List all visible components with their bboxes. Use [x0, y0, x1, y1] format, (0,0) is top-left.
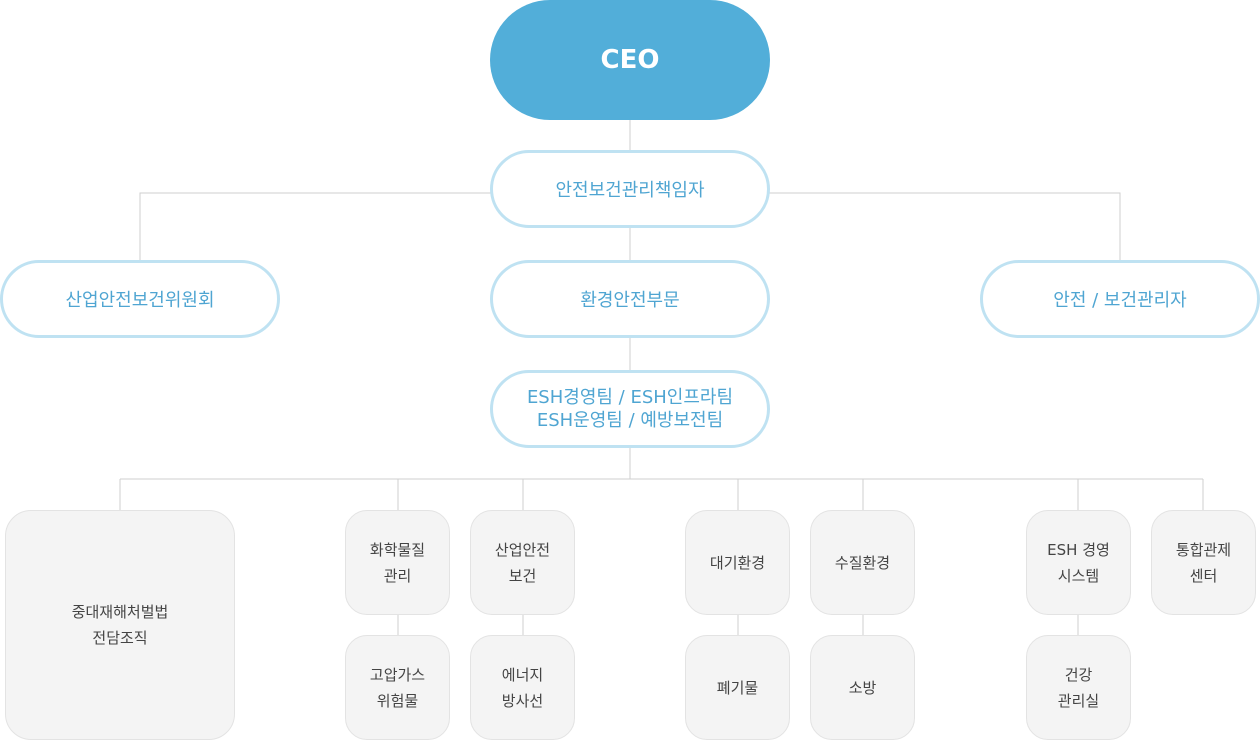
- unit-label-line-1: 고압가스: [369, 665, 426, 684]
- committee-node: 산업안전보건위원회: [0, 260, 280, 338]
- safety-health-officer-label: 안전보건관리책임자: [555, 180, 705, 201]
- unit-label-line-2: 전담조직: [92, 629, 148, 647]
- unit-label-line-1: 건강: [1064, 665, 1093, 684]
- energy-radiation-unit: 에너지 방사선: [470, 635, 575, 740]
- unit-label-line-1: ESH 경영: [1047, 540, 1110, 559]
- committee-label: 산업안전보건위원회: [65, 290, 215, 311]
- chemical-unit: 화학물질 관리: [345, 510, 450, 615]
- high-pressure-gas-unit: 고압가스 위험물: [345, 635, 450, 740]
- unit-label-line-1: 산업안전: [494, 540, 551, 559]
- env-safety-dept-label: 환경안전부문: [580, 290, 680, 311]
- unit-label-line-1: 화학물질: [369, 540, 426, 559]
- unit-label-line-2: 보건: [508, 566, 537, 585]
- unit-label-line-1: 대기환경: [709, 553, 766, 572]
- unit-label-line-2: 방사선: [501, 691, 544, 710]
- safety-health-manager-node: 안전 / 보건관리자: [980, 260, 1260, 338]
- esh-teams-line-2: ESH운영팀 / 예방보전팀: [536, 410, 724, 431]
- unit-label-line-2: 센터: [1189, 566, 1218, 585]
- safety-health-manager-label: 안전 / 보건관리자: [1053, 290, 1187, 311]
- unit-label-line-2: 관리: [383, 566, 412, 585]
- unit-label-line-1: 에너지: [501, 665, 544, 684]
- unit-label-line-2: 위험물: [376, 691, 419, 710]
- unit-label-line-2: 관리실: [1057, 691, 1100, 710]
- ceo-node: CEO: [490, 0, 770, 120]
- env-safety-dept-node: 환경안전부문: [490, 260, 770, 338]
- health-management-unit: 건강 관리실: [1026, 635, 1131, 740]
- unit-label-line-1: 중대재해처벌법: [71, 603, 169, 621]
- esh-teams-node: ESH경영팀 / ESH인프라팀 ESH운영팀 / 예방보전팀: [490, 370, 770, 448]
- waste-unit: 폐기물: [685, 635, 790, 740]
- fire-safety-unit: 소방: [810, 635, 915, 740]
- air-environment-unit: 대기환경: [685, 510, 790, 615]
- unit-label-line-1: 폐기물: [716, 678, 759, 697]
- unit-label-line-1: 수질환경: [834, 553, 891, 572]
- serious-accident-unit: 중대재해처벌법 전담조직: [5, 510, 235, 740]
- unit-label-line-1: 통합관제: [1175, 540, 1232, 559]
- industrial-safety-unit: 산업안전 보건: [470, 510, 575, 615]
- esh-system-unit: ESH 경영 시스템: [1026, 510, 1131, 615]
- control-center-unit: 통합관제 센터: [1151, 510, 1256, 615]
- safety-health-officer-node: 안전보건관리책임자: [490, 150, 770, 228]
- esh-teams-line-1: ESH경영팀 / ESH인프라팀: [526, 387, 734, 408]
- ceo-label: CEO: [600, 45, 660, 75]
- water-environment-unit: 수질환경: [810, 510, 915, 615]
- unit-label-line-1: 소방: [848, 678, 877, 697]
- unit-label-line-2: 시스템: [1057, 566, 1100, 585]
